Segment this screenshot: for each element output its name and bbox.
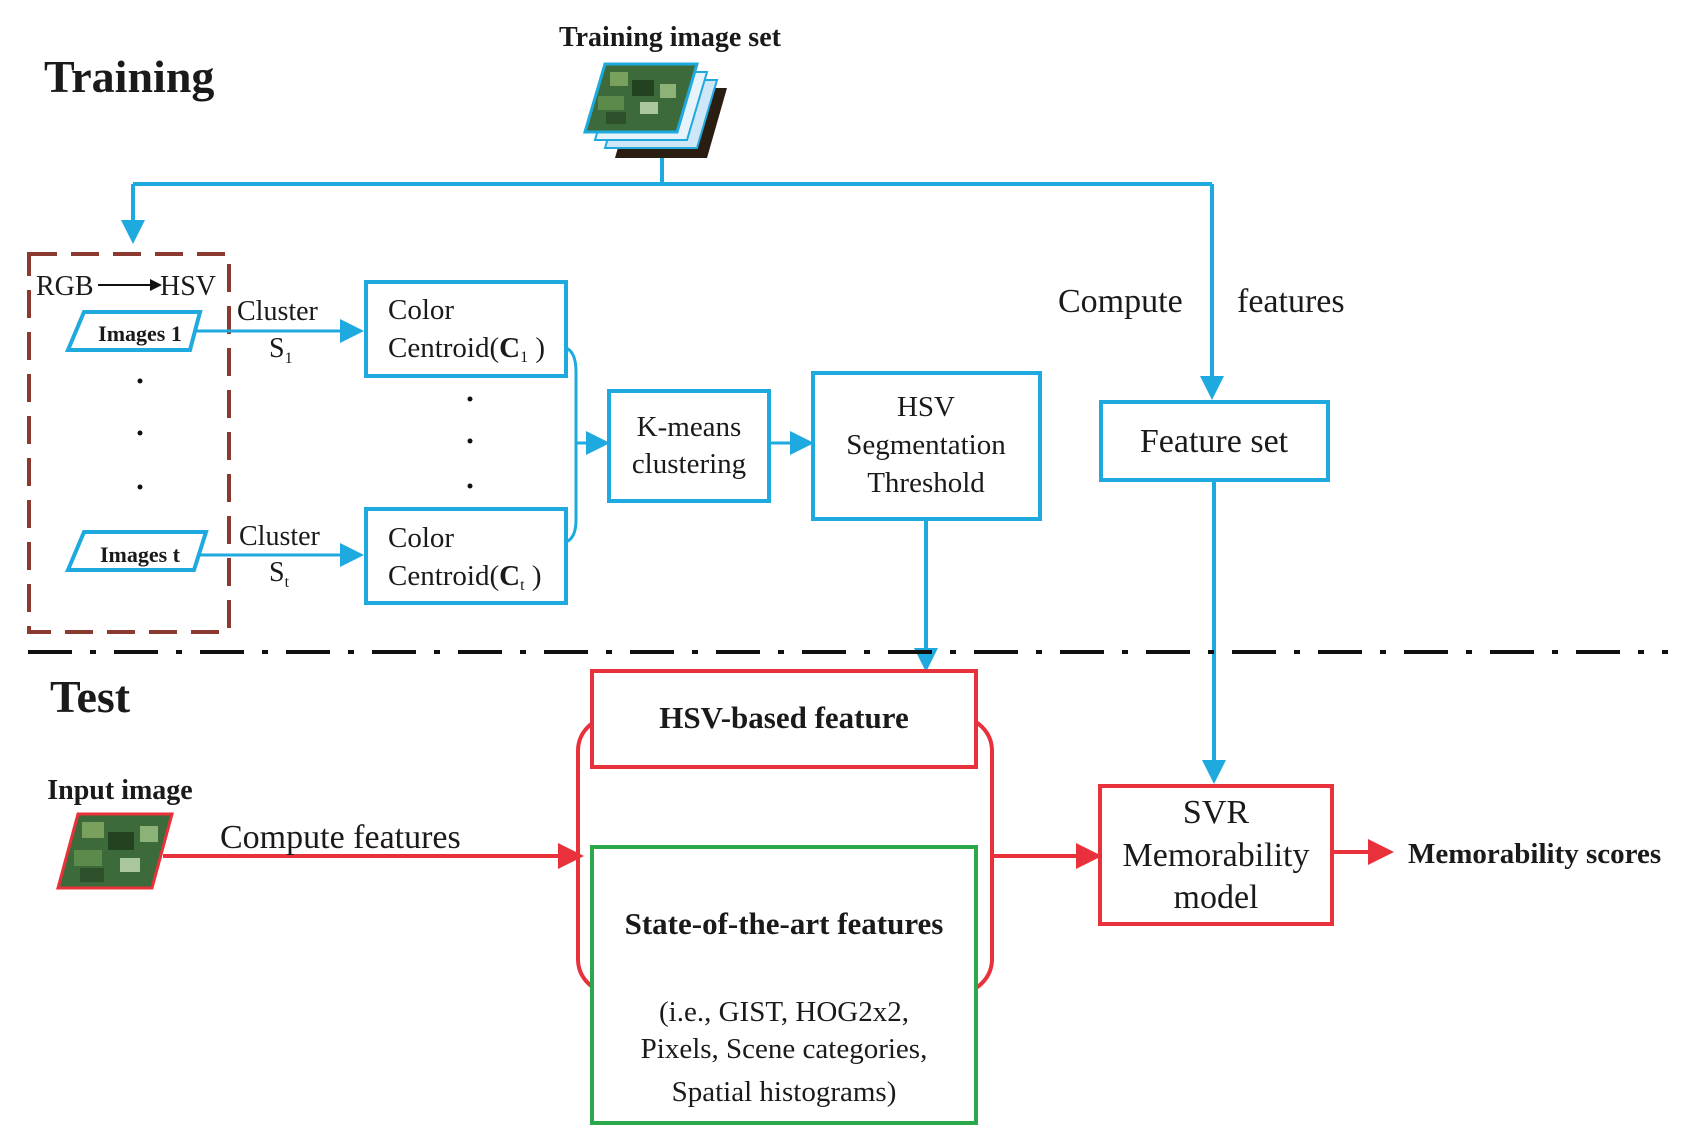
color-centroid-1-line1: Color [388, 294, 454, 326]
sota-detail-line3: Spatial histograms) [672, 1076, 897, 1108]
kmeans-line2: clustering [632, 448, 746, 480]
color-centroid-t-line2: Centroid(Ct ) [388, 560, 542, 594]
color-centroid-1-line2: Centroid(C1 ) [388, 332, 545, 366]
cluster-t-label: Cluster [239, 521, 321, 552]
training-image-set-label: Training image set [559, 22, 782, 53]
images-t-node [64, 530, 209, 572]
color-centroid-t-line1: Color [388, 522, 454, 554]
test-compute-label: Compute features [220, 819, 461, 856]
hsv-based-feature-box [590, 669, 978, 769]
sota-features-box [590, 845, 978, 1125]
hsv-seg-line2: Segmentation [846, 429, 1006, 461]
training-section-title: Training [44, 51, 214, 102]
training-compute-label: Compute [1058, 283, 1183, 320]
sota-features-label: State-of-the-art features [625, 906, 944, 941]
input-image-label: Input image [47, 775, 192, 806]
centroid-merge-brace [565, 346, 578, 544]
s1-label: S1 [269, 333, 293, 367]
training-image-stack-icon [582, 62, 727, 158]
feature-set-label: Feature set [1140, 423, 1289, 460]
sota-detail-line1: (i.e., GIST, HOG2x2, [659, 996, 909, 1028]
svr-line3: model [1174, 879, 1259, 916]
training-distribution-connector [121, 158, 1224, 400]
hsv-segmentation-box [811, 371, 1042, 521]
cluster-1-label: Cluster [237, 296, 319, 327]
svr-line2: Memorability [1123, 837, 1310, 874]
hsv-based-feature-label: HSV-based feature [659, 700, 908, 735]
test-section-title: Test [50, 671, 131, 722]
kmeans-box [607, 389, 771, 503]
images-1-node [64, 310, 203, 352]
images-ellipsis [137, 378, 143, 490]
hsv-seg-line3: Threshold [867, 467, 985, 499]
hsv-label: HSV [160, 271, 216, 302]
svr-line1: SVR [1183, 794, 1249, 831]
images-t-label: Images t [100, 542, 181, 567]
training-features-label: features [1237, 283, 1345, 320]
st-label: St [269, 557, 290, 591]
hsv-seg-line1: HSV [897, 391, 955, 423]
rgb-label: RGB [36, 271, 94, 302]
images-1-label: Images 1 [98, 321, 182, 346]
kmeans-line1: K-means [637, 411, 742, 443]
memorability-scores-label: Memorability scores [1408, 838, 1661, 870]
centroid-ellipsis [467, 396, 473, 489]
input-image-icon [56, 812, 174, 890]
color-centroid-1-box [364, 280, 568, 378]
feature-set-box [1099, 400, 1330, 482]
svr-model-box [1098, 784, 1334, 926]
rgb-to-hsv-group [27, 252, 231, 634]
color-centroid-t-box [364, 507, 568, 605]
sota-detail-line2: Pixels, Scene categories, [641, 1033, 928, 1065]
